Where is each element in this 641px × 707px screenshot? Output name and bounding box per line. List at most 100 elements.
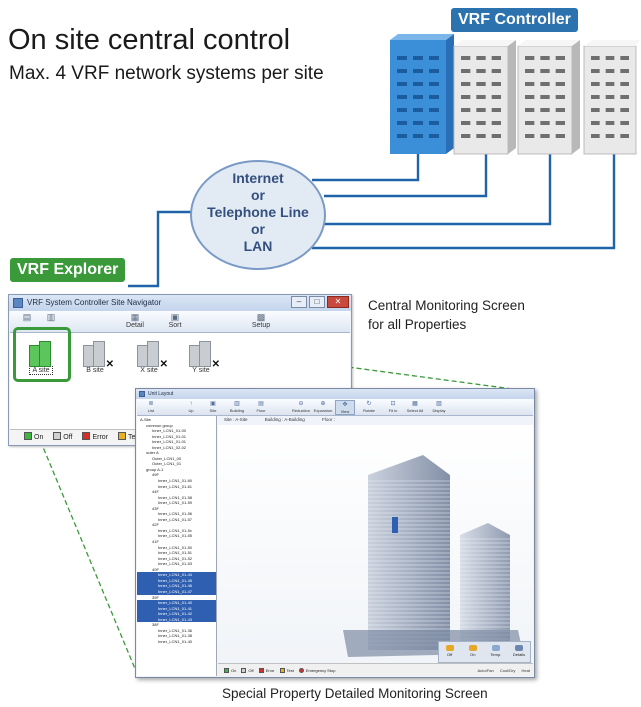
- tree-item[interactable]: Outer_LCN1_01: [137, 461, 216, 467]
- toolbar-button-view[interactable]: ✥View: [335, 400, 355, 415]
- tree-item[interactable]: Inner_LCN1_01-47: [137, 588, 216, 595]
- toolbar-button-rotate[interactable]: ↻Rotate: [359, 400, 379, 415]
- toolbar-button-floor[interactable]: ▤Floor: [251, 400, 271, 415]
- tree-item[interactable]: Inner_LCN1_01-50: [137, 545, 216, 551]
- tree-item[interactable]: Inner_LCN1_01-40: [137, 639, 216, 645]
- tree-item[interactable]: Inner_LCN1_01-46: [137, 583, 216, 589]
- setup-button[interactable]: ▩Setup: [246, 312, 276, 332]
- detail-button[interactable]: ▦Detail: [120, 312, 150, 332]
- site-name: Y site: [192, 367, 210, 374]
- tree-item[interactable]: Inner_LCN1_01-61: [137, 484, 216, 490]
- building-icon: ▥: [234, 401, 240, 407]
- tree-item[interactable]: Inner_LCN1_01-01: [137, 439, 216, 445]
- site-item-b[interactable]: ✕ B site: [70, 339, 120, 374]
- off-button[interactable]: Off: [439, 642, 461, 662]
- tree-item[interactable]: Inner_LCN1_01-00: [137, 428, 216, 434]
- tree-item[interactable]: outer A: [137, 450, 216, 456]
- tree-item[interactable]: 43F: [137, 506, 216, 512]
- building-window: [605, 82, 615, 86]
- tree-item[interactable]: Inner_LCN1_01-60: [137, 478, 216, 484]
- rotate-icon: ↻: [366, 401, 372, 407]
- building-window: [397, 56, 407, 60]
- tree-item[interactable]: Inner_LCN1_01-45: [137, 577, 216, 584]
- tree-item[interactable]: Inner_LCN1_01-40: [137, 600, 216, 606]
- temp-button[interactable]: Temp.: [485, 642, 507, 662]
- toolbar-label: View: [340, 409, 350, 414]
- sort-button[interactable]: ▣Sort: [160, 312, 190, 332]
- status-legend-item: On: [224, 664, 236, 677]
- tree-item[interactable]: Inner_LCN1_01-55: [137, 533, 216, 539]
- building-3d-view[interactable]: [218, 425, 533, 663]
- toolbar-button-up[interactable]: ↑Up: [181, 400, 201, 415]
- toolbar-button-select-all[interactable]: ▦Select All: [405, 400, 425, 415]
- tree-item[interactable]: common group: [137, 423, 216, 429]
- tree-item[interactable]: Inner_LCN1_01-53: [137, 561, 216, 567]
- building-window: [429, 134, 439, 138]
- tree-item[interactable]: 39F: [137, 595, 216, 601]
- building-window: [620, 134, 629, 138]
- network-line: LAN: [243, 238, 273, 254]
- toolbar-button-display[interactable]: ▧Display: [429, 400, 449, 415]
- building-window: [491, 134, 501, 138]
- building-3d-render: [343, 455, 523, 657]
- tree-item[interactable]: Inner_LCN1_01-5x: [137, 528, 216, 534]
- status-legend-label: On: [231, 668, 237, 673]
- toolbar-button-list[interactable]: ≣List: [141, 400, 161, 415]
- network-line: or: [251, 221, 265, 237]
- tree-item[interactable]: Outer_LCN1_00: [137, 456, 216, 462]
- tree-item[interactable]: group A-1: [137, 467, 216, 473]
- tree-item[interactable]: Inner_LCN1_01-57: [137, 517, 216, 523]
- building-button[interactable]: ▥: [40, 312, 62, 332]
- tree-item[interactable]: Inner_LCN1_01-59: [137, 500, 216, 506]
- tree-item[interactable]: Inner_LCN1_01-56: [137, 511, 216, 517]
- tree-item[interactable]: 42F: [137, 522, 216, 528]
- tree-item[interactable]: Inner_LCN1_01-42: [137, 611, 216, 617]
- building-window: [413, 121, 423, 125]
- tree-item[interactable]: Inner_LCN1_01-36: [137, 628, 216, 634]
- tree-item[interactable]: Inner_LCN1_01-52: [137, 556, 216, 562]
- building-window: [555, 69, 565, 73]
- toolbar-button-building[interactable]: ▥Building: [227, 400, 247, 415]
- building-window: [397, 69, 407, 73]
- detail-title: Unit Layout: [148, 391, 174, 397]
- up-icon: ↑: [189, 401, 193, 407]
- building-window: [397, 95, 407, 99]
- site-item-y[interactable]: ✕ Y site: [176, 339, 226, 374]
- tree-item[interactable]: Inner_LCN1_01-43: [137, 616, 216, 623]
- tree-item[interactable]: 40F: [137, 567, 216, 573]
- toolbar-label: Building: [229, 408, 245, 413]
- details-button[interactable]: Details: [508, 642, 530, 662]
- close-button[interactable]: ✕: [327, 296, 349, 308]
- toolbar-button-expansion[interactable]: ⊕Expansion: [313, 400, 333, 415]
- on-label: On: [470, 652, 476, 657]
- building-window: [413, 69, 423, 73]
- tree-item[interactable]: 38F: [137, 622, 216, 628]
- error-x-icon: ✕: [105, 359, 114, 370]
- toolbar-label: Display: [432, 408, 446, 413]
- tree-item[interactable]: 41F: [137, 539, 216, 545]
- toolbar-button-site[interactable]: ▣Site: [203, 400, 223, 415]
- tree-item[interactable]: 49F: [137, 472, 216, 478]
- on-button[interactable]: On: [462, 642, 484, 662]
- tree-item-label: Inner_LCN1_01-47: [158, 588, 193, 594]
- tree-item[interactable]: Inner_LCN1_01-44: [137, 572, 216, 578]
- toolbar-button-fit-in[interactable]: ⊡Fit in: [383, 400, 403, 415]
- toolbar-button-reduction[interactable]: ⊖Reduction: [291, 400, 311, 415]
- tree-item-label: 43F: [152, 505, 159, 511]
- tree-item[interactable]: Inner_LCN1_01-01: [137, 434, 216, 440]
- setup-icon: ▩: [256, 312, 266, 322]
- site-button[interactable]: ▤: [16, 312, 38, 332]
- tree-item[interactable]: A-Site: [137, 417, 216, 423]
- minimize-button[interactable]: –: [291, 296, 307, 308]
- tree-item[interactable]: Inner_LCN1_02-02: [137, 445, 216, 451]
- tree-item[interactable]: Inner_LCN1_01-41: [137, 605, 216, 612]
- building-window: [429, 108, 439, 112]
- maximize-button[interactable]: □: [309, 296, 325, 308]
- off-icon: [445, 645, 454, 651]
- site-item-x[interactable]: ✕ X site: [124, 339, 174, 374]
- tree-item[interactable]: Inner_LCN1_01-38: [137, 633, 216, 639]
- site-item-a[interactable]: A site: [16, 339, 66, 375]
- tree-item[interactable]: Inner_LCN1_01-58: [137, 495, 216, 501]
- tree-item[interactable]: 44F: [137, 489, 216, 495]
- tree-item[interactable]: Inner_LCN1_01-51: [137, 550, 216, 556]
